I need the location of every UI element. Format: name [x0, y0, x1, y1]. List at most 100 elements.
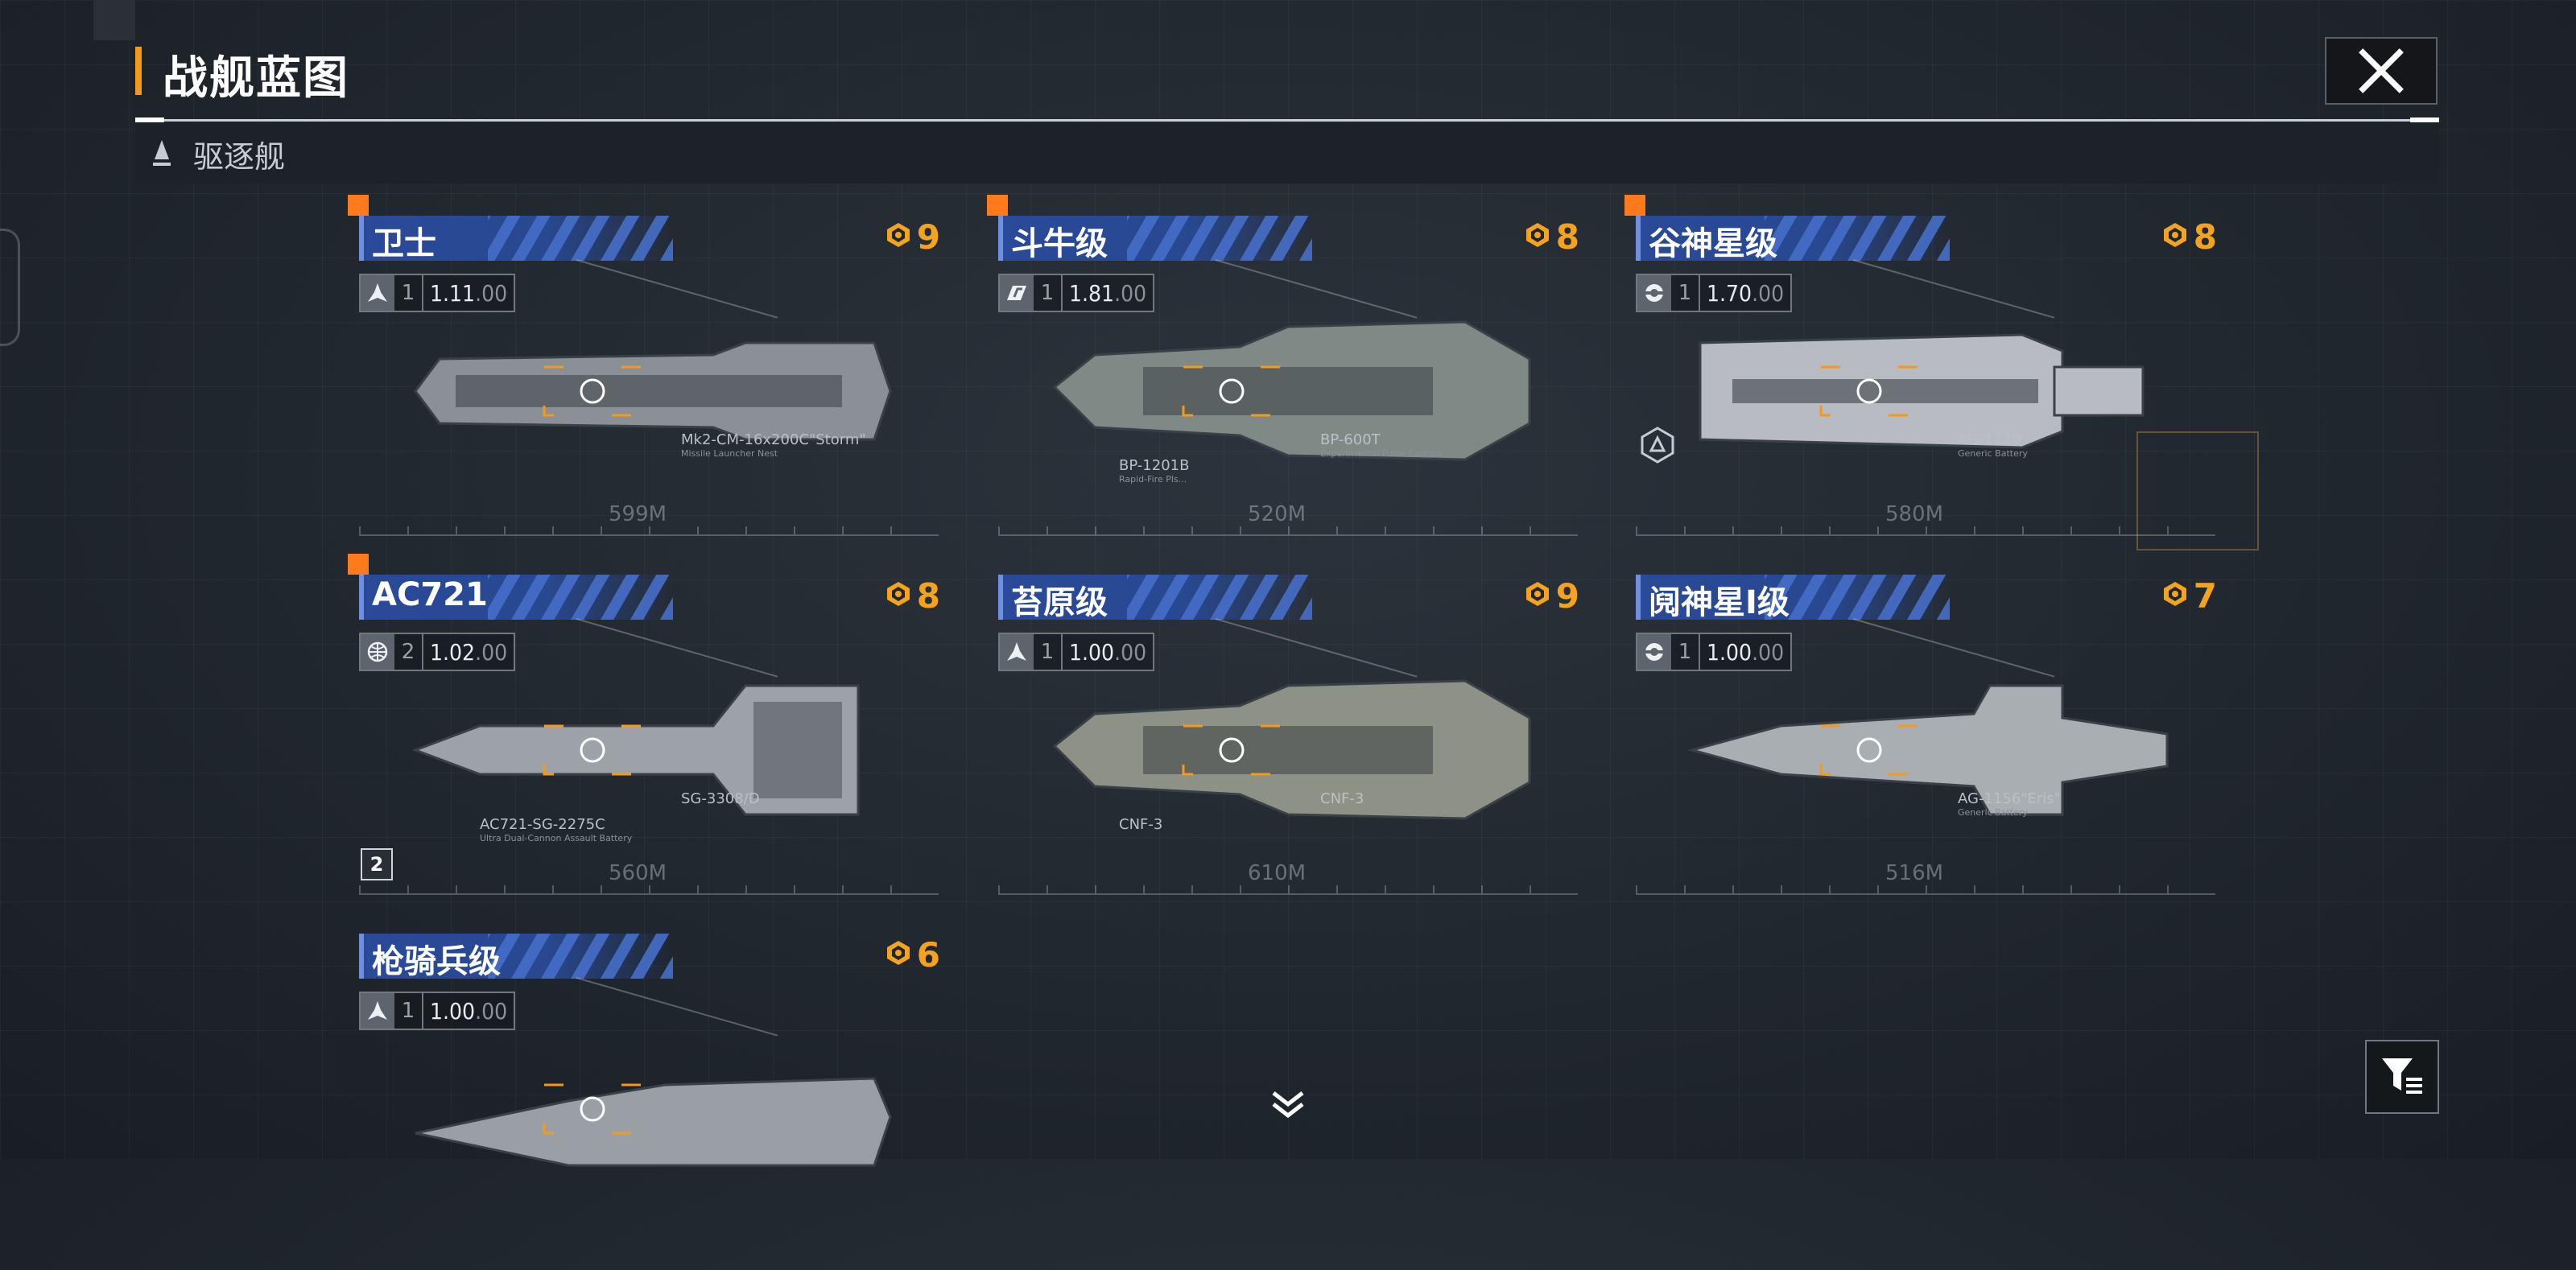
cost-icon	[1524, 217, 1551, 257]
ship-level: 1	[394, 275, 423, 311]
ship-name: 卫士	[372, 225, 436, 262]
ship-level: 1	[1671, 275, 1700, 311]
ship-cost: 6	[885, 935, 940, 975]
category-bar[interactable]	[135, 122, 2439, 183]
selection-marker	[1624, 195, 1645, 216]
ship-name-band	[359, 216, 673, 261]
ship-cost: 9	[885, 217, 940, 257]
scale-ticks	[1636, 526, 2215, 534]
ship-length: 560M	[609, 861, 667, 885]
weapon-callout: CNF-3	[1320, 790, 1364, 807]
ship-value-main: 1.00	[1069, 638, 1115, 666]
weapon-name: CNF-3	[1119, 816, 1163, 833]
cost-value: 8	[1555, 217, 1579, 257]
ship-value: 1.00.00	[1063, 634, 1153, 670]
title-divider-mark-left	[135, 118, 164, 122]
ship-length: 580M	[1885, 502, 1944, 526]
ship-blueprint-image	[1046, 670, 1538, 831]
scale-baseline	[998, 893, 1578, 895]
weapon-desc: Missile Launcher Nest	[681, 448, 778, 459]
close-button[interactable]	[2325, 37, 2438, 105]
ship-value-main: 1.00	[1707, 638, 1752, 666]
ship-cost: 8	[885, 576, 940, 616]
ship-level: 1	[1671, 634, 1700, 670]
scale-ticks	[359, 526, 939, 534]
weapon-name: SG-3308/D	[681, 790, 760, 807]
weapon-desc: Generic Battery	[1958, 807, 2028, 818]
scale-baseline	[1636, 893, 2215, 895]
cost-icon	[2161, 576, 2189, 616]
ship-value-main: 1.02	[430, 638, 476, 666]
ship-value: 1.00.00	[423, 993, 514, 1029]
title-divider	[135, 119, 2439, 122]
ship-level: 1	[394, 993, 423, 1029]
weapon-name: AC721-SG-2275C	[480, 816, 605, 833]
ship-cost: 8	[1524, 217, 1579, 257]
destroyer-class-icon	[153, 140, 171, 166]
highlight-frame-decoration	[2136, 431, 2259, 550]
scale-ticks	[1636, 885, 2215, 893]
scale-baseline	[1636, 534, 2215, 536]
tier-badge: 2	[361, 848, 393, 880]
ship-blueprint-image	[1684, 670, 2175, 831]
ship-value-decimal: .00	[475, 279, 508, 307]
filter-icon	[2382, 1058, 2422, 1094]
scale-ticks	[998, 885, 1578, 893]
selection-marker	[987, 195, 1008, 216]
ship-name-band	[998, 575, 1312, 620]
ship-name-band	[1636, 575, 1950, 620]
missile-ship-icon	[361, 993, 394, 1029]
ship-value-decimal: .00	[1114, 638, 1147, 666]
ship-length: 610M	[1248, 861, 1307, 885]
filter-button[interactable]	[2365, 1040, 2439, 1114]
ship-value-decimal: .00	[1752, 638, 1785, 666]
chevron-down-icon[interactable]	[1269, 1088, 1307, 1120]
ship-cost: 7	[2161, 576, 2217, 616]
selection-marker	[348, 195, 369, 216]
weapon-name: AG-1120	[1958, 431, 2021, 448]
name-connector-line	[576, 618, 778, 678]
selection-marker	[348, 554, 369, 575]
hexagon-info-icon[interactable]	[1637, 425, 1678, 465]
scale-baseline	[359, 893, 939, 895]
ship-value: 1.11.00	[423, 275, 514, 311]
ship-name: 阋神星I级	[1649, 584, 1790, 621]
weapon-desc: Rapid-Fire Pls...	[1119, 474, 1187, 484]
ship-level: 1	[1034, 634, 1063, 670]
cost-value: 9	[916, 217, 940, 257]
name-connector-line	[576, 977, 778, 1037]
name-connector-line	[1852, 259, 2055, 319]
cost-value: 7	[2193, 576, 2217, 616]
scale-baseline	[359, 534, 939, 536]
ship-value: 1.00.00	[1700, 634, 1790, 670]
ship-name-band	[1636, 216, 1950, 261]
ship-name: 苔原级	[1011, 584, 1108, 621]
weapon-name: Mk2-CM-16x200C"Storm"	[681, 431, 866, 448]
ship-value: 1.02.00	[423, 634, 514, 670]
ship-value-decimal: .00	[1752, 279, 1785, 307]
ship-name: 斗牛级	[1011, 225, 1108, 262]
ship-blueprint-image	[407, 1029, 898, 1190]
weapon-callout: SG-3308/D	[681, 790, 760, 807]
weapon-desc: Ultra Dual-Cannon Assault Battery	[480, 833, 633, 843]
cost-icon	[1524, 576, 1551, 616]
ship-value: 1.70.00	[1700, 275, 1790, 311]
support-ship-icon	[1637, 634, 1671, 670]
assault-ship-icon	[1000, 275, 1034, 311]
ship-name: 枪骑兵级	[372, 943, 501, 980]
category-label: 驱逐舰	[193, 139, 286, 175]
ship-length: 520M	[1248, 502, 1307, 526]
support-ship-icon	[1637, 275, 1671, 311]
